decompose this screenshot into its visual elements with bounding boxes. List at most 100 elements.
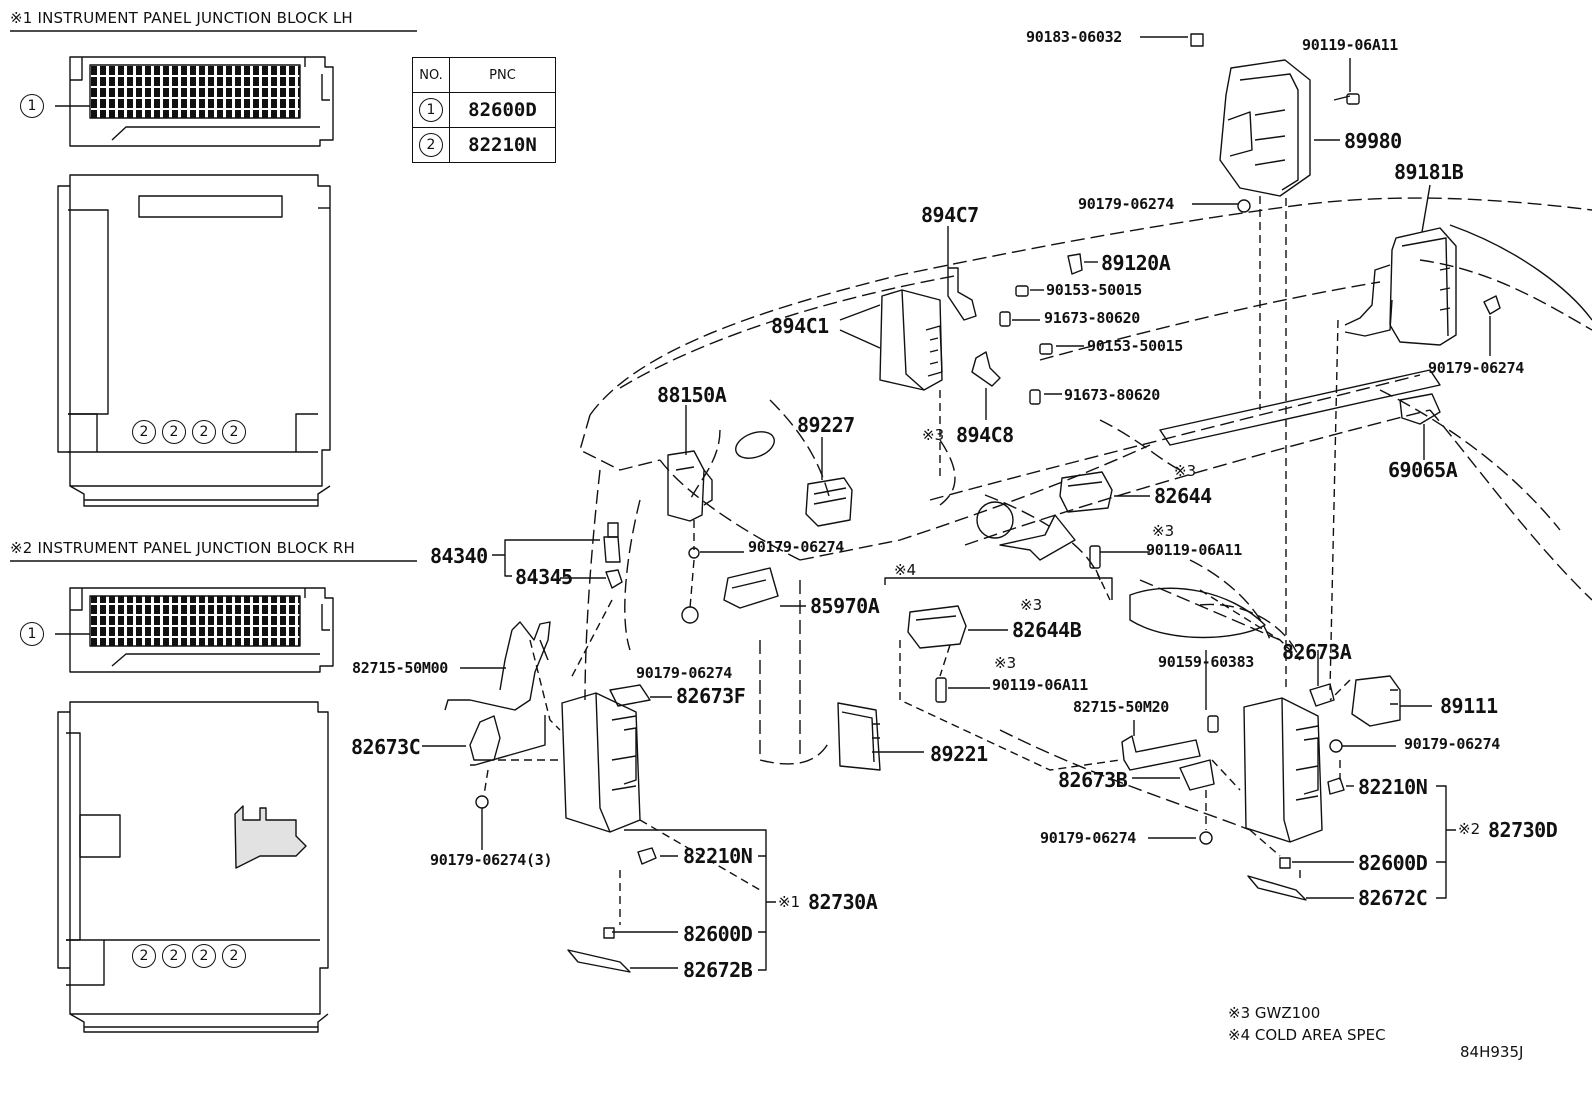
section-title-rh: ※2 INSTRUMENT PANEL JUNCTION BLOCK RH bbox=[10, 539, 355, 557]
part-label: 82672C bbox=[1358, 886, 1428, 910]
part-label: 894C1 bbox=[771, 314, 829, 338]
lh-block-front-view bbox=[57, 174, 331, 507]
mark-4: ※4 bbox=[894, 561, 917, 579]
rh-block-front-view bbox=[57, 701, 329, 1033]
relay-85970A bbox=[723, 567, 779, 609]
bracket-82715-50M00 bbox=[444, 621, 551, 711]
mark-2: ※2 bbox=[1458, 820, 1481, 838]
part-label: 90159-60383 bbox=[1158, 653, 1255, 671]
section-title-lh: ※1 INSTRUMENT PANEL JUNCTION BLOCK LH bbox=[10, 9, 353, 27]
screw-90119-mid bbox=[1089, 545, 1101, 569]
part-label: 90183-06032 bbox=[1026, 28, 1123, 46]
bracket-82673B bbox=[1179, 759, 1215, 791]
part-label: 90153-50015 bbox=[1087, 337, 1184, 355]
connector-82644B bbox=[907, 605, 967, 649]
connector-82644 bbox=[1059, 471, 1113, 513]
callout-2: 2 bbox=[222, 944, 246, 968]
bolts bbox=[999, 285, 1053, 405]
bracket-82673C bbox=[469, 715, 501, 761]
lh-callouts-2: 2 2 2 2 bbox=[132, 420, 246, 444]
part-label: 89181B bbox=[1394, 160, 1464, 184]
illustration-code: 84H935J bbox=[1460, 1043, 1524, 1061]
part-label: 69065A bbox=[1388, 458, 1458, 482]
module-89980 bbox=[1219, 59, 1311, 197]
connector-82210N-right bbox=[1327, 777, 1345, 795]
part-label: 84345 bbox=[515, 565, 573, 589]
part-label: 89111 bbox=[1440, 694, 1498, 718]
clip-82673A bbox=[1309, 683, 1335, 707]
junction-block-82730A bbox=[561, 692, 641, 833]
part-label: 90119-06A11 bbox=[992, 676, 1089, 694]
callout-2: 2 bbox=[192, 420, 216, 444]
row-pnc: 82600D bbox=[449, 92, 556, 128]
cover-82672C bbox=[1247, 875, 1307, 901]
screw-90119-top bbox=[1333, 93, 1360, 105]
part-label: 82715-50M00 bbox=[352, 659, 449, 677]
header-no: NO. bbox=[412, 57, 450, 93]
part-label: 82672B bbox=[683, 958, 753, 982]
part-label: 91673-80620 bbox=[1064, 386, 1161, 404]
note-cold-area: ※4 COLD AREA SPEC bbox=[1228, 1026, 1386, 1044]
instrument-panel-outline bbox=[579, 197, 1592, 831]
header-pnc: PNC bbox=[449, 57, 556, 93]
panel-contours bbox=[735, 224, 1592, 639]
part-label: 91673-80620 bbox=[1044, 309, 1141, 327]
callout-2: 2 bbox=[192, 944, 216, 968]
part-label: 90119-06A11 bbox=[1302, 36, 1399, 54]
part-label: 82600D bbox=[1358, 851, 1428, 875]
part-label: 90179-06274 bbox=[636, 664, 733, 682]
module-89221 bbox=[837, 702, 881, 771]
switch-84345 bbox=[603, 522, 623, 589]
clip-90159 bbox=[1207, 715, 1219, 733]
part-label: 88150A bbox=[657, 383, 727, 407]
clip-90179-f bbox=[1199, 831, 1213, 845]
clip-89120A bbox=[1067, 253, 1083, 275]
row-no: 1 bbox=[419, 98, 443, 122]
row-pnc: 82210N bbox=[449, 127, 556, 163]
bracket-894C7 bbox=[947, 267, 977, 321]
part-label: 90179-06274 bbox=[1428, 359, 1525, 377]
junction-block-82730D bbox=[1243, 697, 1323, 843]
part-label: 90179-06274 bbox=[1078, 195, 1175, 213]
part-label: 82715-50M20 bbox=[1073, 698, 1170, 716]
clip-90183 bbox=[1190, 33, 1204, 47]
row-no: 2 bbox=[419, 133, 443, 157]
module-89181B bbox=[1344, 227, 1457, 346]
callout-1-rh: 1 bbox=[20, 622, 44, 646]
part-label: 82210N bbox=[683, 844, 753, 868]
mark-3: ※3 bbox=[922, 426, 945, 444]
part-label: 894C8 bbox=[956, 423, 1014, 447]
rh-callouts-2: 2 2 2 2 bbox=[132, 944, 246, 968]
rh-block-top-view bbox=[55, 587, 334, 673]
part-label: 85970A bbox=[810, 594, 880, 618]
mark-3: ※3 bbox=[1020, 596, 1043, 614]
bracket-82715-50M20 bbox=[1121, 735, 1201, 771]
callout-2: 2 bbox=[222, 420, 246, 444]
callout-2: 2 bbox=[132, 944, 156, 968]
leader-lines bbox=[422, 36, 1491, 971]
part-label: 82644 bbox=[1154, 484, 1212, 508]
part-label: 82673F bbox=[676, 684, 746, 708]
clip-90179-right bbox=[1483, 295, 1501, 315]
part-label: 82730A bbox=[808, 890, 878, 914]
cover-82672B bbox=[567, 949, 631, 973]
mark-3: ※3 bbox=[1174, 462, 1197, 480]
part-label: 90119-06A11 bbox=[1146, 541, 1243, 559]
part-label: 82210N bbox=[1358, 775, 1428, 799]
clip-90179-3 bbox=[475, 795, 489, 809]
ecu-894C1 bbox=[879, 289, 943, 391]
pnc-table-row: 1 82600D bbox=[412, 92, 556, 128]
part-label: 82600D bbox=[683, 922, 753, 946]
pnc-table: NO. PNC 1 82600D 2 82210N bbox=[412, 57, 556, 163]
part-label: 82673C bbox=[351, 735, 421, 759]
mark-3: ※3 bbox=[1152, 522, 1175, 540]
part-label: 89221 bbox=[930, 742, 988, 766]
part-label: 82673A bbox=[1282, 640, 1352, 664]
nut-90179-top bbox=[1237, 199, 1251, 213]
screw-90119-low bbox=[935, 677, 947, 703]
part-label: 89980 bbox=[1344, 129, 1402, 153]
connector-82600D-right bbox=[1279, 857, 1291, 869]
connector-82210N-left bbox=[637, 847, 657, 865]
part-label: 90179-06274 bbox=[1404, 735, 1501, 753]
